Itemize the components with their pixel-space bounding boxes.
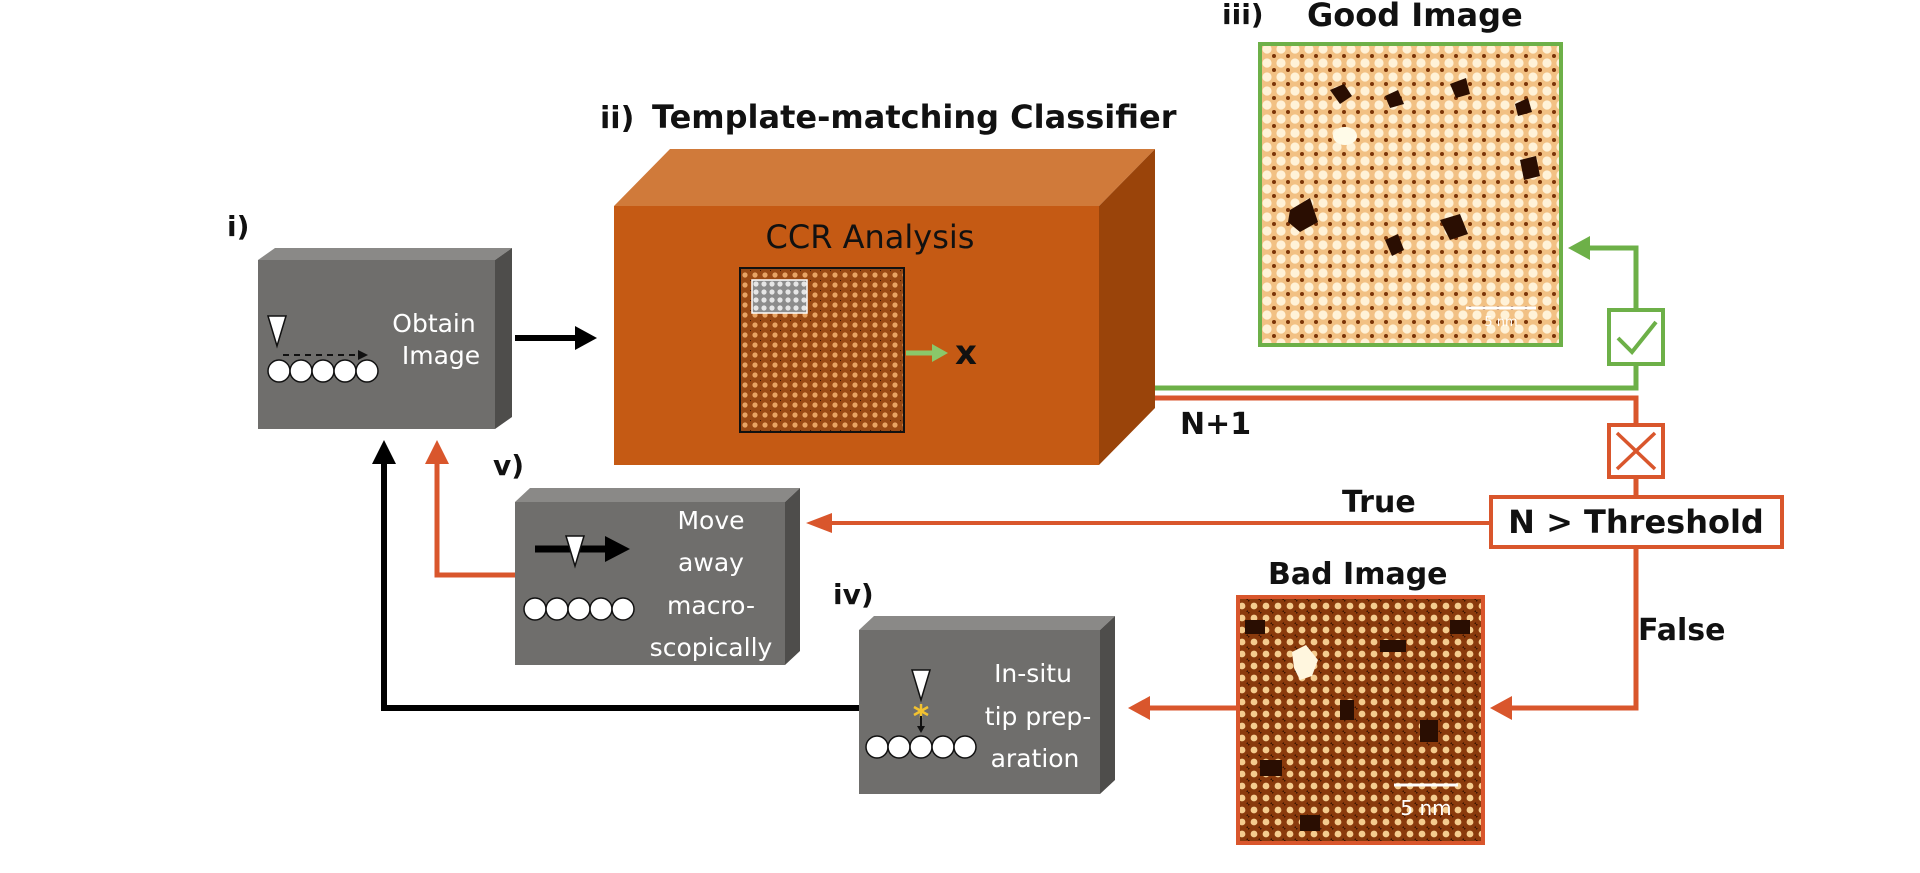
atom-row (267, 359, 379, 383)
threshold-label: N > Threshold (1508, 503, 1764, 541)
bad-scale-label: 5 nm (1400, 796, 1451, 820)
orange-path-top (1155, 395, 1639, 497)
good-scale-label: 5 nm (1484, 315, 1517, 330)
move-away-line-4: scopically (650, 633, 773, 662)
atom-row (523, 597, 635, 621)
tip-prep-line-1: In-situ (994, 659, 1072, 688)
arrow-tipprep-to-obtain (372, 440, 859, 711)
classifier-title: Template-matching Classifier (652, 98, 1177, 136)
good-image-title: Good Image (1307, 0, 1523, 34)
false-label: False (1638, 613, 1725, 648)
green-arrowhead (1568, 236, 1590, 260)
stm-tip-icon (266, 315, 288, 349)
arrow-bad-to-tipprep (1128, 696, 1238, 720)
stm-tip-icon (910, 669, 932, 703)
obtain-image-line-2: Image (402, 341, 480, 370)
tip-prep-box: In-situ tip prep- aration (859, 616, 1115, 794)
n-plus-1-label: N+1 (1180, 407, 1251, 442)
obtain-image-line-1: Obtain (392, 309, 475, 338)
bad-image-title: Bad Image (1268, 557, 1448, 592)
step-label-ii: ii) (600, 101, 634, 136)
step-label-iii: iii) (1222, 0, 1264, 31)
move-away-line-1: Move (677, 506, 744, 535)
step-label-i: i) (227, 210, 249, 243)
result-arrow (906, 344, 948, 362)
check-icon (1607, 308, 1665, 366)
false-path (1490, 547, 1639, 720)
green-path (1155, 245, 1639, 391)
cross-icon (1607, 423, 1665, 479)
step-label-v: v) (493, 449, 524, 482)
ccr-analysis-label: CCR Analysis (766, 218, 975, 256)
tip-prep-line-3: aration (991, 744, 1080, 773)
true-label: True (1342, 485, 1416, 520)
obtain-image-box: Obtain Image (258, 248, 512, 429)
move-away-box: Move away macro- scopically (515, 488, 800, 665)
step-label-iv: iv) (833, 578, 874, 611)
arrow-moveaway-to-obtain (425, 440, 515, 578)
true-path (806, 513, 1491, 533)
spark-icon (913, 704, 929, 718)
arrow-obtain-to-classifier (515, 326, 597, 350)
classifier-box: CCR Analysis x (614, 149, 1155, 465)
stm-tip-icon (564, 535, 586, 569)
good-image-panel: 5 nm (1258, 42, 1563, 347)
tip-prep-line-2: tip prep- (985, 702, 1091, 731)
template-patch (751, 279, 808, 314)
atom-row (865, 735, 977, 759)
x-symbol: x (955, 333, 977, 373)
move-away-line-3: macro- (667, 591, 755, 620)
move-away-line-2: away (678, 548, 744, 577)
bad-image-panel: 5 nm (1236, 595, 1485, 845)
threshold-box: N > Threshold (1489, 495, 1784, 549)
